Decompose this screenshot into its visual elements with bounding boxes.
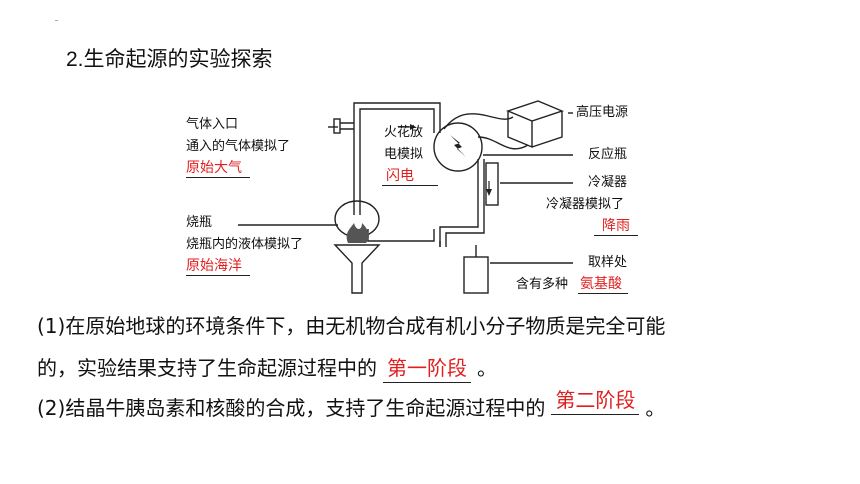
hv-source-box: [506, 100, 564, 149]
question-1-line-2: 的，实验结果支持了生命起源过程中的第一阶段。: [37, 354, 497, 383]
condenser-tube: [477, 159, 485, 201]
liquid-sim-label: 烧瓶内的液体模拟了: [186, 237, 304, 252]
inlet-valve: [333, 118, 341, 134]
gas-answer: 原始大气: [186, 160, 242, 176]
spark-icon: [450, 135, 466, 157]
flow-arrowhead-condenser: [486, 189, 492, 196]
sampling-beaker: [463, 256, 489, 294]
top-tube-outer: [353, 102, 441, 197]
flow-arrowhead-top: [410, 124, 416, 130]
condenser-sim-label: 冷凝器模拟了: [546, 197, 625, 212]
heading-title: 生命起源的实验探索: [83, 47, 273, 71]
reaction-flask-label: 反应瓶: [588, 147, 628, 162]
wire-1: [477, 136, 529, 150]
contains-label: 含有多种: [516, 277, 569, 292]
condenser-answer-underline: [594, 235, 638, 236]
question-2-end: 。: [645, 396, 666, 420]
section-heading: 2.生命起源的实验探索: [66, 43, 273, 73]
wire-2: [443, 113, 514, 130]
spark-label-1: 火花放: [384, 125, 424, 140]
contains-answer-underline: [578, 293, 628, 294]
spark-answer-underline: [382, 185, 438, 186]
spark-label-2: 电模拟: [384, 147, 424, 162]
liquid-answer: 原始海洋: [186, 258, 242, 274]
spark-answer: 闪电: [386, 168, 414, 184]
question-1-line-1: (1)在原始地球的环境条件下，由无机物合成有机小分子物质是完全可能: [37, 314, 666, 338]
question-1-end: 。: [477, 356, 497, 380]
question-2: (2)结晶牛胰岛素和核酸的合成，支持了生命起源过程中的第二阶段。: [37, 388, 666, 423]
flask-neck: [353, 197, 361, 215]
lower-tube: [439, 201, 485, 247]
corner-mark: [55, 20, 58, 21]
question-2-answer: 第二阶段: [551, 386, 640, 415]
sampling-label: 取样处: [588, 255, 628, 270]
liquid-answer-underline: [186, 275, 250, 276]
condenser-jacket: [485, 162, 499, 206]
top-tube-inner: [359, 108, 435, 197]
gas-inlet-label: 气体入口: [186, 117, 239, 132]
flame-icon: [346, 223, 369, 243]
question-2-text: (2)结晶牛胰岛素和核酸的合成，支持了生命起源过程中的: [37, 396, 546, 420]
contains-answer: 氨基酸: [580, 276, 622, 292]
hv-source-label: 高压电源: [576, 105, 629, 120]
condenser-answer: 降雨: [602, 218, 630, 234]
condenser-label: 冷凝器: [588, 175, 628, 190]
heading-number: 2.: [66, 48, 84, 71]
miller-experiment-diagram: 气体入口 通入的气体模拟了 原始大气 火花放 电模拟 闪电 烧瓶 烧瓶内的液体模…: [178, 97, 656, 305]
gas-answer-underline: [186, 177, 250, 178]
question-1-text: 的，实验结果支持了生命起源过程中的: [37, 356, 377, 380]
apparatus-drawing: [238, 100, 573, 294]
flask-label: 烧瓶: [186, 215, 213, 230]
question-1-answer: 第一阶段: [383, 354, 471, 383]
burner: [333, 244, 381, 294]
reaction-flask-sphere: [433, 122, 483, 172]
gas-sim-label: 通入的气体模拟了: [186, 139, 291, 154]
gas-inlet-tube: [340, 122, 354, 130]
